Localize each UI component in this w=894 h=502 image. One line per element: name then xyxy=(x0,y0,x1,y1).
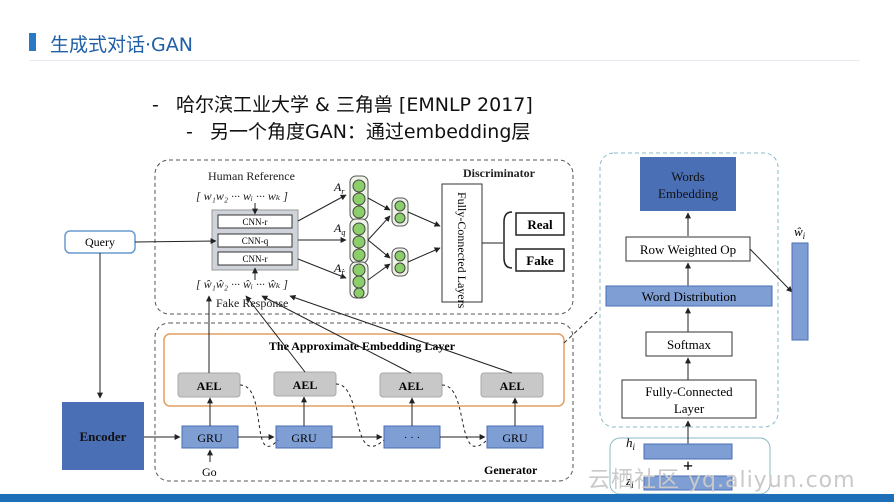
bullet-line-1: -哈尔滨工业大学 & 三角兽 [EMNLP 2017] xyxy=(152,94,533,116)
a-r-label: Ar xyxy=(333,180,345,196)
w-hat-i-sub: i xyxy=(803,231,806,241)
query-label: Query xyxy=(85,235,115,249)
encoder-label: Encoder xyxy=(80,429,127,444)
query-to-cnn-arrow xyxy=(134,238,217,245)
row-weighted-op-label: Row Weighted Op xyxy=(640,242,736,257)
z-i-label: zi xyxy=(625,473,634,490)
z-i-main: z xyxy=(625,473,631,488)
w-hat-i-bar xyxy=(791,242,809,341)
h-i-bar xyxy=(643,443,733,460)
softmax-box xyxy=(645,331,733,357)
human-reference-sequence: [ w₁w₂ ··· wᵢ ··· wₖ ] xyxy=(196,189,288,203)
cnn-r-bottom-label: CNN-r xyxy=(243,254,268,264)
zoom-connector xyxy=(563,311,598,344)
gru-label-3: · · · xyxy=(404,432,421,444)
node-column-rhat xyxy=(349,261,369,299)
softmax-label: Softmax xyxy=(667,337,712,352)
words-embedding-line2: Embedding xyxy=(658,186,718,201)
cnn-r-top-box xyxy=(217,214,293,229)
h-i-label: hi xyxy=(626,435,636,452)
human-reference-label: Human Reference xyxy=(208,169,295,183)
generator-label: Generator xyxy=(484,463,538,477)
words-embedding-line1: Words xyxy=(671,169,705,184)
cnn-r-top-label: CNN-r xyxy=(243,217,268,227)
ael-label-1: AEL xyxy=(197,379,222,393)
bullet-line-2-text: 另一个角度GAN：通过embedding层 xyxy=(210,121,531,143)
ael-box-4 xyxy=(480,372,544,398)
h-i-sub: i xyxy=(633,442,636,452)
h-i-main: h xyxy=(626,435,633,450)
fake-response-label: Fake Response xyxy=(216,296,288,310)
cnn-q-box xyxy=(217,233,293,248)
real-box xyxy=(515,212,565,236)
a-q-main: A xyxy=(333,221,342,235)
watermark: 云栖社区 yq.aliyun.com xyxy=(588,468,856,493)
header-divider xyxy=(30,60,860,61)
cnn-r-bottom-box xyxy=(217,251,293,266)
plus-symbol: + xyxy=(683,456,693,476)
words-embedding-box xyxy=(640,157,736,211)
ael-label-4: AEL xyxy=(500,379,525,393)
output-bracket xyxy=(503,211,513,269)
a-rhat-main: A xyxy=(333,261,342,275)
a-rhat-sub: r̂ xyxy=(341,268,345,277)
a-q-sub: q xyxy=(341,228,345,237)
node-column-mid-bottom xyxy=(391,247,409,277)
bullet-line-2: -另一个角度GAN：通过embedding层 xyxy=(186,121,531,143)
word-distribution-label: Word Distribution xyxy=(642,289,737,304)
gru-label-1: GRU xyxy=(197,431,223,445)
w-hat-i-main: ŵ xyxy=(794,224,803,239)
fully-connected-layer-line1: Fully-Connected xyxy=(645,384,733,399)
real-label: Real xyxy=(527,217,553,232)
generator-box xyxy=(154,322,574,482)
fake-label: Fake xyxy=(526,253,554,268)
ael-label-2: AEL xyxy=(293,378,318,392)
discriminator-label: Discriminator xyxy=(463,166,536,180)
fully-connected-layer-box xyxy=(621,379,757,419)
page-title: 生成式对话·GAN xyxy=(50,34,193,56)
fully-connected-layer-line2: Layer xyxy=(674,401,705,416)
header-accent-bar xyxy=(29,33,36,51)
ael-layer-box xyxy=(163,333,565,407)
w-hat-i-label: ŵi xyxy=(794,224,806,241)
a-r-main: A xyxy=(333,180,342,194)
encoder-box xyxy=(62,402,144,470)
z-i-bar xyxy=(643,475,733,491)
node-column-q xyxy=(349,218,369,264)
cnn-q-label: CNN-q xyxy=(242,236,269,246)
gru-label-4: GRU xyxy=(502,431,528,445)
go-label: Go xyxy=(202,465,217,479)
fake-box xyxy=(515,248,565,272)
ael-layer-title: The Approximate Embedding Layer xyxy=(269,339,456,353)
fc-layers-label: Fully-Connected Layers xyxy=(455,192,469,309)
fake-response-sequence: [ ŵ₁ŵ₂ ··· ŵᵢ ··· ŵₖ ] xyxy=(196,277,288,291)
ael-label-3: AEL xyxy=(399,379,424,393)
z-i-sub: i xyxy=(631,480,634,490)
bullet-line-1-text: 哈尔滨工业大学 & 三角兽 [EMNLP 2017] xyxy=(176,94,533,116)
node-column-r xyxy=(349,175,369,221)
ael-detail-panel xyxy=(599,152,779,428)
gru-label-2: GRU xyxy=(291,431,317,445)
fc-layers-box xyxy=(441,183,483,303)
a-rhat-label: Ar̂ xyxy=(333,261,345,277)
footer-accent-bar xyxy=(0,494,894,502)
node-column-mid-top xyxy=(391,197,409,227)
word-distribution-box xyxy=(605,285,773,307)
a-r-sub: r xyxy=(341,187,345,196)
a-q-label: Aq xyxy=(333,221,345,237)
